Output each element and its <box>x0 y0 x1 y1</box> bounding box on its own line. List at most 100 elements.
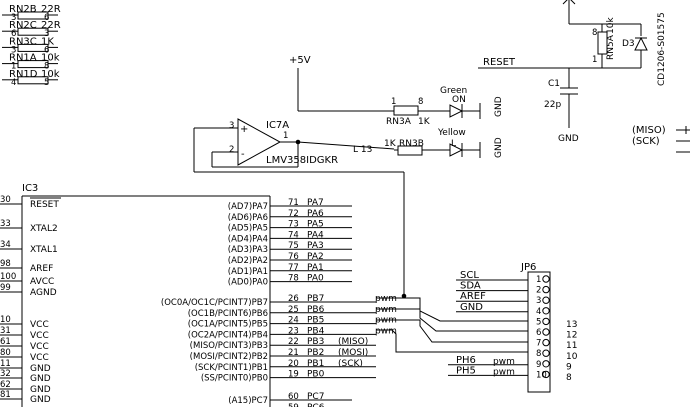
rn-name: RN1D <box>9 69 38 80</box>
pin-number: 81 <box>0 390 11 400</box>
jp6-pin: 1 <box>536 275 550 285</box>
jp6-pin: 7 <box>536 339 550 349</box>
net-label: PB1 <box>307 359 324 369</box>
opamp-ref: IC7A <box>266 120 289 131</box>
jp6-left-label: PH5 <box>448 365 528 376</box>
pin-function: (AD3)PA3 <box>228 245 268 255</box>
rn-pin-a: 4 <box>11 78 16 88</box>
net-label: PB4 <box>307 326 325 336</box>
pin-number: 98 <box>0 259 11 269</box>
pb-to-jp6-wires <box>376 296 528 353</box>
opamp-ic7a: IC7A LMV358IDGKR + - 3 2 1 <box>193 118 407 299</box>
pin-function: (A15)PC7 <box>228 396 268 406</box>
jp6-pin: 3 <box>536 296 550 306</box>
pin-number: 31 <box>0 326 11 336</box>
c1-value: 22p <box>544 100 561 110</box>
pin-number: 32 <box>0 369 11 379</box>
rn3a-value: 1K <box>418 117 431 127</box>
rn-name: RN2B <box>9 4 37 15</box>
pin-name: GND <box>30 385 51 395</box>
pin-tag: pwm <box>375 316 397 326</box>
jp6-header: JP6 12345678910SCLSDAAREFGNDPH6PH5pwmpwm… <box>448 262 578 393</box>
pin-function: (OC1B/PCINT6)PB6 <box>188 309 268 319</box>
jp6-arduino-pin: 8 <box>566 373 572 383</box>
pin-number: 76 <box>288 252 299 262</box>
rn3b-label: RN3B <box>399 139 424 149</box>
pin-function: (AD4)PA4 <box>228 234 268 244</box>
reset-circuit: 8 1 RN5A 10k D3 CD1206-S01575 RESET C1 2… <box>478 0 667 144</box>
pin-number: 74 <box>288 230 299 240</box>
c1-label: C1 <box>548 79 560 89</box>
opamp-pin-2: 2 <box>229 145 234 155</box>
pin-number: 73 <box>288 220 299 230</box>
pin-name: VCC <box>30 331 49 341</box>
net-label: PB3 <box>307 337 324 347</box>
pin-name: GND <box>30 364 51 374</box>
rn-pin-b: 6 <box>44 13 49 23</box>
opamp-pin-3: 3 <box>229 121 234 131</box>
pin-number: 71 <box>288 198 299 208</box>
pin-socket-icon <box>542 285 550 294</box>
net-label: PA2 <box>307 252 324 262</box>
yellow-led-state: L <box>451 139 456 149</box>
power-label: +5V <box>289 55 311 66</box>
pin-number: 24 <box>288 316 299 326</box>
net-label: PA0 <box>307 274 324 284</box>
jp6-left-label: GND <box>456 302 528 313</box>
pin-socket-icon <box>542 275 550 283</box>
pin-name: VCC <box>30 353 49 363</box>
yellow-gnd-label: GND <box>494 137 504 158</box>
rn3a-pin-a: 1 <box>391 97 396 107</box>
jp6-net-label: PH6 <box>456 355 476 366</box>
pin-name: XTAL1 <box>30 245 58 255</box>
pin-function: (SS/PCINT0)PB0 <box>201 374 268 384</box>
opamp-part: LMV358IDGKR <box>266 155 338 166</box>
rn-pin-b: 5 <box>44 78 49 88</box>
rn3a-label: RN3A <box>386 117 412 127</box>
rn3a-resistor <box>393 105 419 116</box>
pin-socket-icon <box>542 360 550 368</box>
rn-value: 10k <box>41 53 60 64</box>
reset-net-label: RESET <box>483 57 516 68</box>
pin-number: 34 <box>0 240 11 250</box>
jp6-arduino-pin: 13 <box>566 320 577 330</box>
pin-number: 22 <box>288 337 299 347</box>
pin-number: 8 <box>536 349 541 359</box>
net-label: PB0 <box>307 370 325 380</box>
d3-label: D3 <box>622 39 635 49</box>
c1-gnd-label: GND <box>558 134 579 144</box>
pin-tag: (MOSI) <box>338 348 368 358</box>
edge-labels: (MISO) (SCK) <box>632 125 690 153</box>
jp6-left-label: SDA <box>456 281 528 292</box>
pin-number: 11 <box>0 359 11 369</box>
net-label: PA3 <box>307 241 324 251</box>
jp6-net-label: AREF <box>460 291 486 302</box>
pin-number: 2 <box>536 286 541 296</box>
pin-number: 5 <box>536 317 541 327</box>
pin-tag: pwm <box>375 294 397 304</box>
pin-number: 78 <box>288 274 299 284</box>
pin-number: 33 <box>0 219 11 229</box>
rn-name: RN1A <box>9 53 37 64</box>
rn3b-value: 1K <box>384 139 397 149</box>
jp6-left-label: SCL <box>456 270 528 281</box>
pin-name: AGND <box>30 288 57 298</box>
